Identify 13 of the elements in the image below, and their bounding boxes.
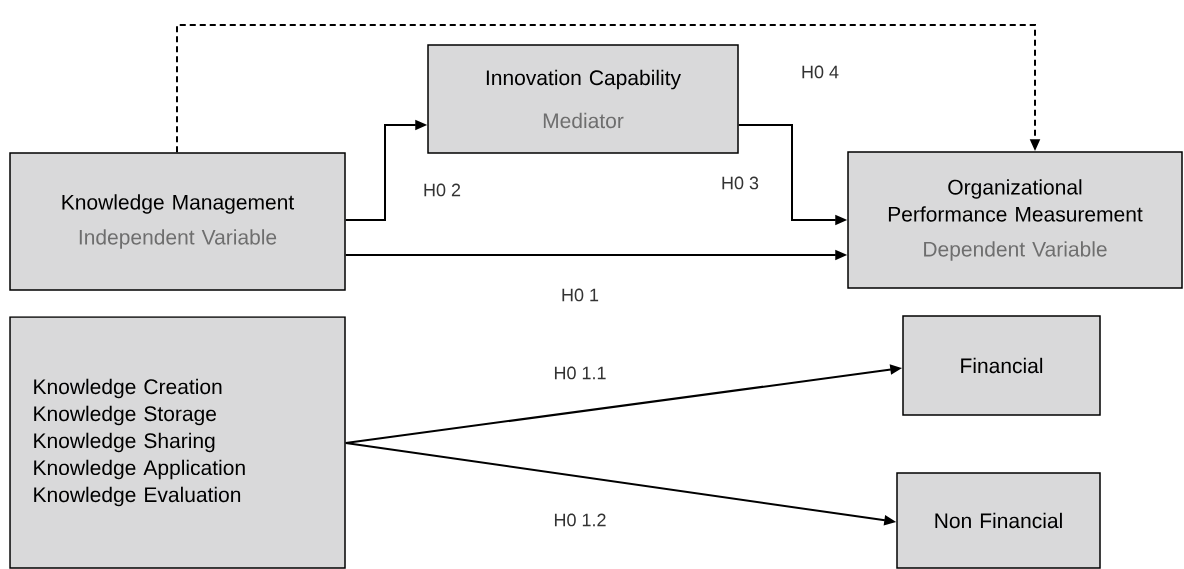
edge-label: H0 1.2	[551, 511, 609, 529]
edge-label: H0 1.1	[551, 364, 609, 382]
variable-box: Knowledge Creation Knowledge Storage Knowledge Sharing Knowledge Application Knowledge Evaluation	[9, 316, 346, 569]
variable-box: Financial	[902, 315, 1101, 416]
edge-label: H0 3	[719, 174, 761, 192]
variable-box: Knowledge Management Independent Variable	[9, 152, 346, 291]
variable-box: Non Financial	[896, 472, 1101, 569]
variable-box: Organizational Performance Measurement Dependent Variable	[847, 151, 1183, 289]
edge-label: H0 1	[559, 286, 601, 304]
dashed-arrow	[176, 24, 1041, 154]
edge-label: H0 4	[799, 63, 841, 81]
edge-label: H0 2	[421, 181, 463, 199]
variable-box: Innovation Capability Mediator	[427, 44, 739, 154]
